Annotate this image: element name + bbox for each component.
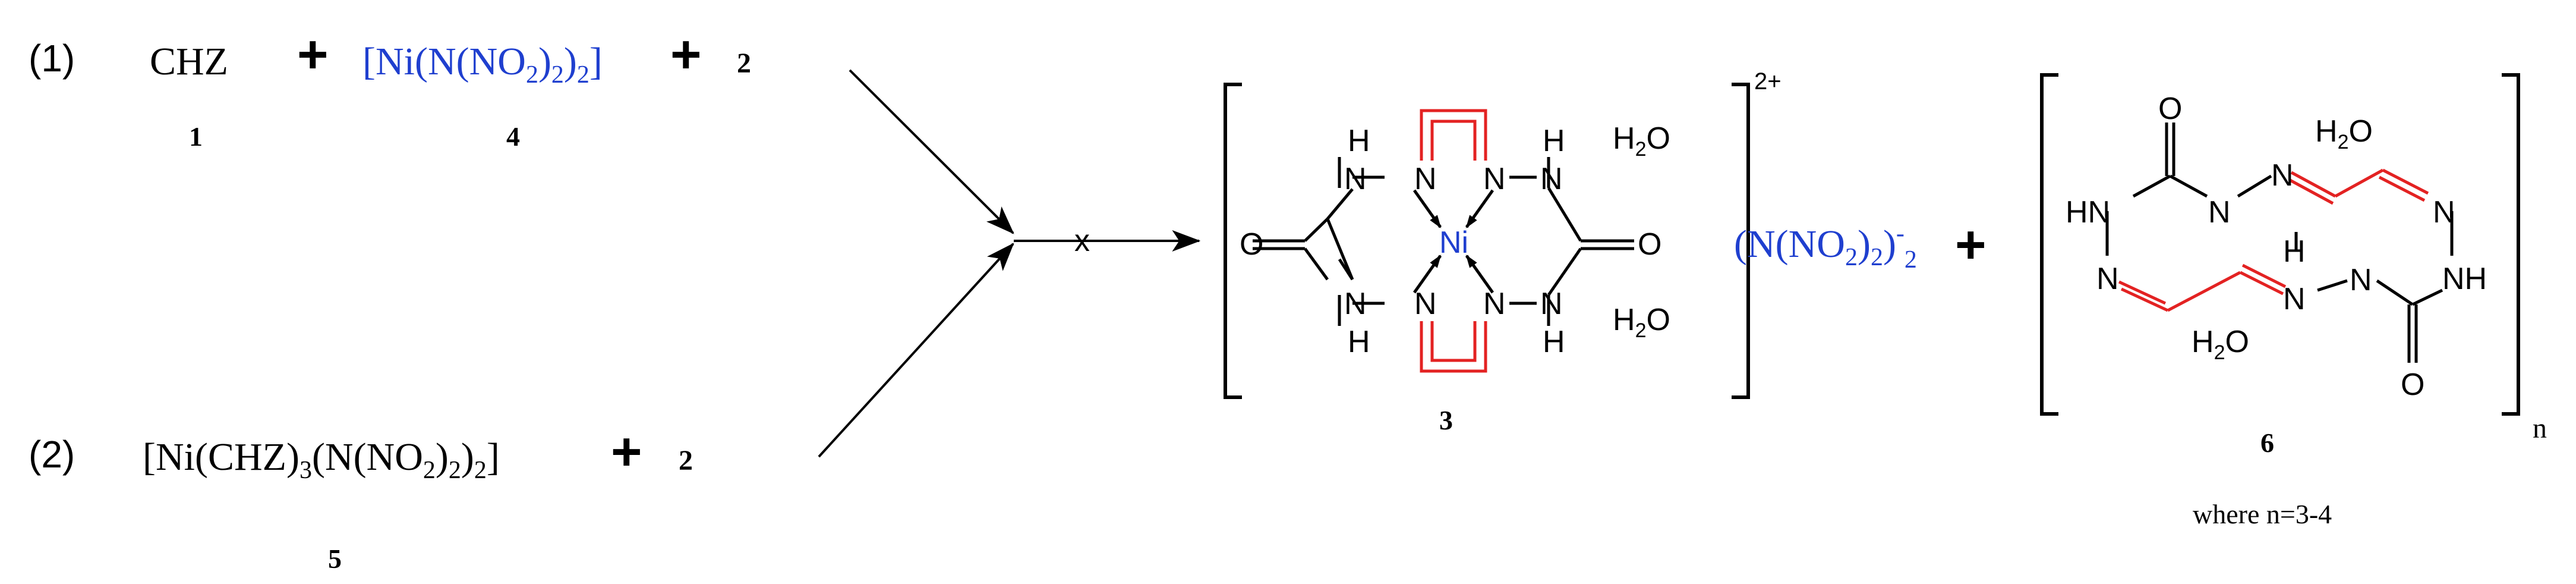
reactant-chz-label: 1 (189, 121, 203, 152)
complex-3-h-bottom-left: H (1348, 325, 1370, 359)
complex-3-oxygen-right: O (1638, 227, 1661, 262)
complex-3-n-bottom-right-1: N (1483, 287, 1506, 321)
reactant-ni-dinitramide: [Ni(N(NO2)2)2] (362, 40, 603, 89)
reaction-2-number: (2) (29, 433, 75, 476)
complex-3-water-bottom: H2O (1613, 303, 1670, 342)
complex-3-n-top-left-1: N (1344, 162, 1367, 196)
polymer-6-n-top-1: N (2208, 195, 2231, 230)
plus-sign-1: + (297, 25, 329, 84)
polymer-6-h-middle: H (2283, 234, 2306, 269)
polymer-6-water-top: H2O (2315, 114, 2373, 153)
plus-sign-2: + (670, 25, 702, 84)
complex-3-oxygen-left: O (1240, 227, 1263, 262)
reaction-1: (1) CHZ 1 + [Ni(N(NO2)2)2] 4 + 2 (29, 25, 751, 152)
plus-sign-3: + (611, 422, 642, 482)
reactant-ni-chz-complex-label: 5 (328, 544, 342, 574)
complex-3-n-top-right-1: N (1483, 162, 1506, 196)
reactant-chz: CHZ (150, 40, 228, 83)
polymer-6-n-right-top: N (2433, 195, 2455, 230)
complex-3-water-top: H2O (1613, 121, 1670, 161)
complex-3-nickel: Ni (1439, 225, 1468, 260)
complex-3-n-bottom-left-2: N (1414, 287, 1437, 321)
complex-3-h-top-right: H (1543, 124, 1565, 158)
reaction-1-number: (1) (29, 37, 75, 80)
dinitramide-counterion: (N(NO2)2)-2 (1734, 220, 1917, 274)
complex-3-bonds (1253, 157, 1634, 326)
coefficient-1: 2 (737, 48, 751, 79)
polymer-6-bonds (2105, 123, 2454, 363)
reactant-ni-chz-complex: [Ni(CHZ)3(N(NO2)2)2] (143, 435, 500, 484)
complex-3-left-bracket (1224, 83, 1242, 399)
polymer-6-red-chains (2118, 168, 2429, 312)
complex-3-red-bridges (1420, 109, 1487, 373)
complex-3-h-top-left: H (1348, 124, 1370, 158)
polymer-6-n-left-bottom: N (2096, 262, 2119, 296)
coefficient-2: 2 (679, 445, 693, 476)
polymer-6-left-bracket (2040, 73, 2058, 416)
reaction-2: (2) [Ni(CHZ)3(N(NO2)2)2] 5 + 2 (29, 422, 693, 574)
polymer-6-n-top-2: N (2271, 158, 2294, 193)
complex-3-label: 3 (1439, 405, 1453, 435)
plus-sign-products: + (1955, 215, 1987, 275)
complex-3: O O H N N N N H N N N N H H Ni H2O H2O 2… (1224, 68, 1782, 435)
polymer-6-oxygen-bottom: O (2401, 368, 2424, 402)
complex-3-h-bottom-right: H (1543, 325, 1565, 359)
polymer-6-note: where n=3-4 (2193, 499, 2332, 529)
polymer-6-n-bottom-1: N (2283, 282, 2306, 316)
polymer-6-hn-left: HN (2066, 195, 2110, 230)
complex-3-n-bottom-left-1: N (1344, 287, 1367, 321)
complex-3-n-bottom-right-2: N (1540, 287, 1563, 321)
polymer-6-water-bottom: H2O (2192, 325, 2249, 364)
polymer-6-label: 6 (2260, 428, 2274, 458)
polymer-6-nh-right: NH (2442, 262, 2487, 296)
complex-3-charge: 2+ (1754, 68, 1782, 95)
complex-3-n-top-left-2: N (1414, 162, 1437, 196)
complex-3-n-top-right-2: N (1540, 162, 1563, 196)
polymer-6-oxygen-top: O (2158, 92, 2182, 126)
reactant-ni-dinitramide-label: 4 (506, 121, 520, 152)
arrow-from-reaction-1 (849, 69, 1014, 234)
arrow-from-reaction-2 (818, 243, 1014, 458)
polymer-6-right-bracket (2502, 73, 2520, 416)
polymer-6-n-bottom-2: N (2350, 263, 2372, 297)
no-reaction-mark: x (1074, 224, 1090, 258)
polymer-6: O HN N N N N H N N NH O H2O H2O n 6 wher… (2040, 73, 2547, 529)
polymer-6-repeat-subscript: n (2533, 413, 2547, 444)
complex-3-right-bracket (1732, 83, 1750, 399)
converging-arrows (818, 69, 1201, 458)
